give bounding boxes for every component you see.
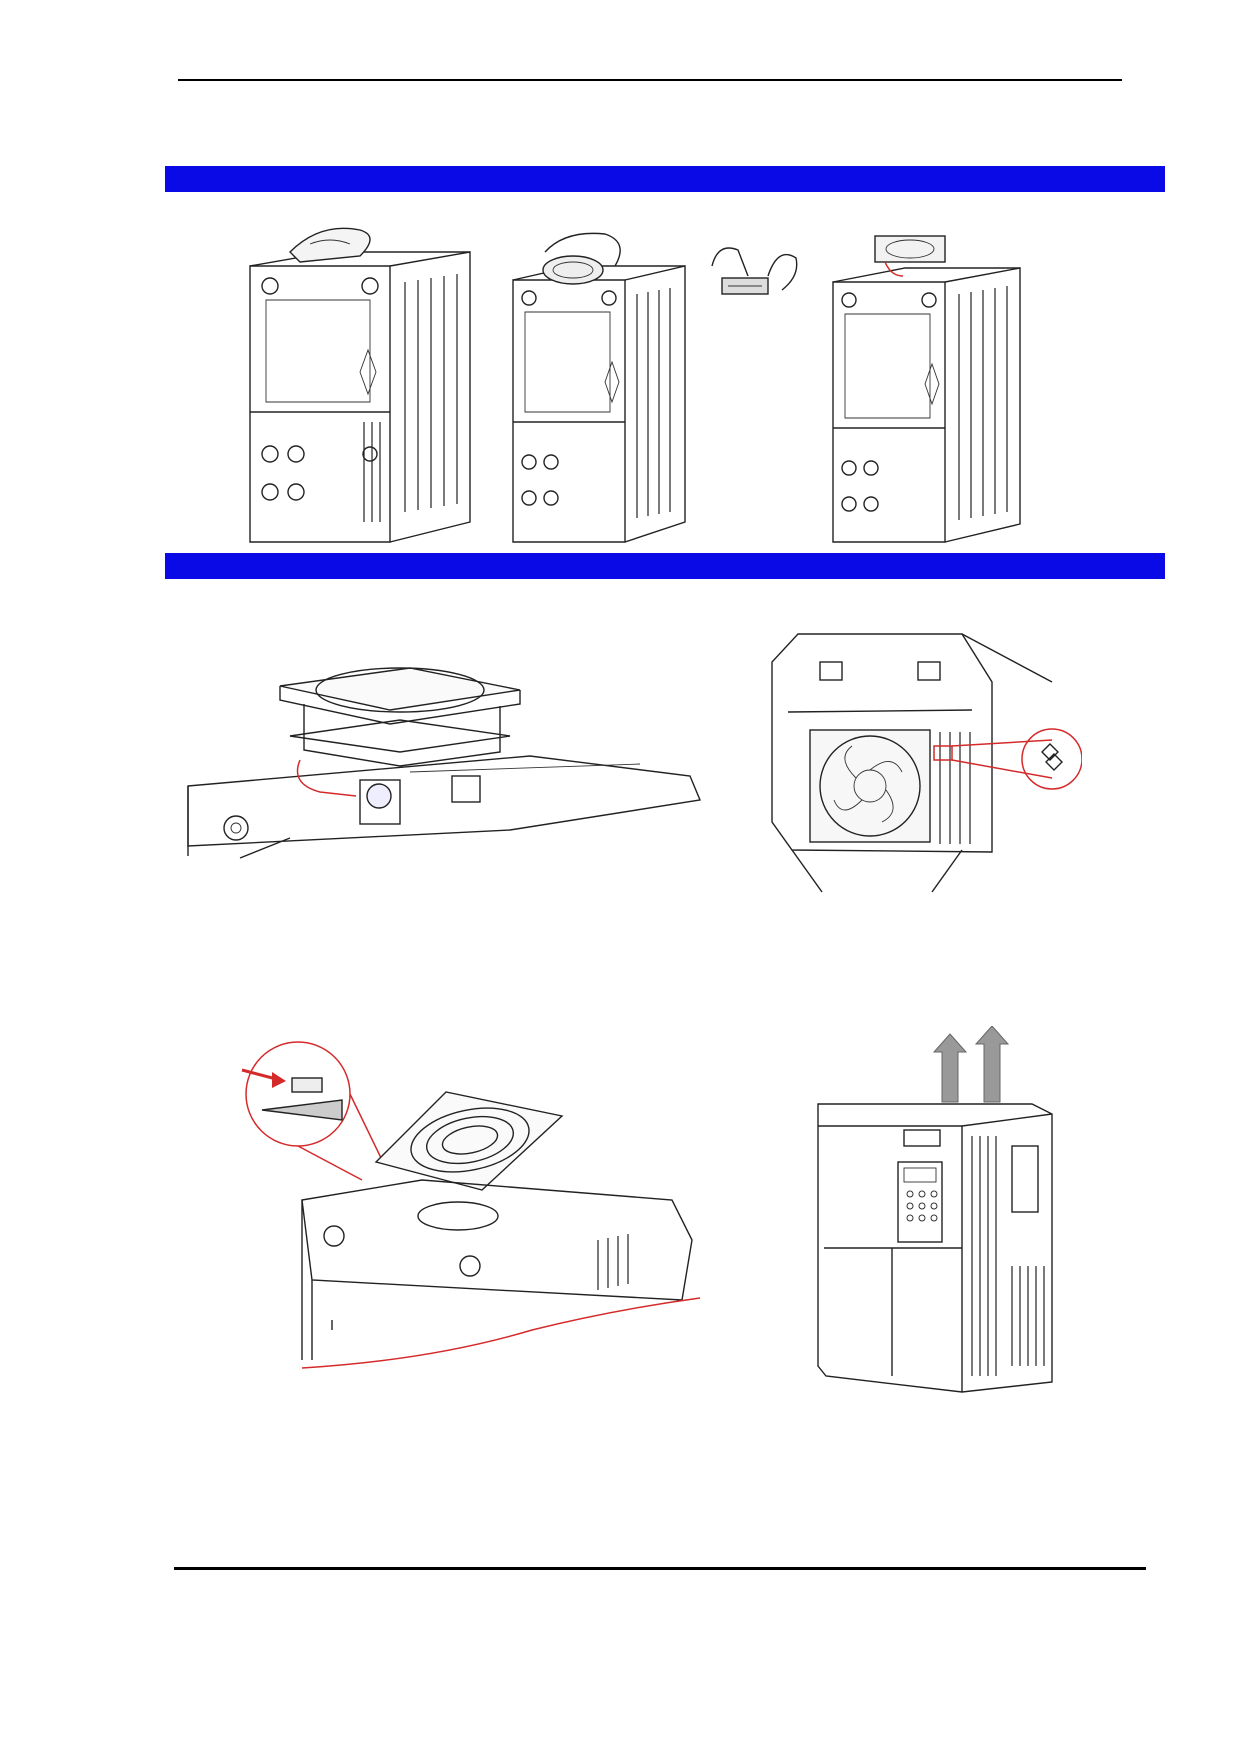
- fan-removal-step-1-figure: [240, 222, 480, 552]
- inverter-hand-lifting-fan-cover-icon: [249, 227, 471, 543]
- fan-removal-step-2-figure: [505, 222, 705, 552]
- fan-install-connector-figure: [180, 660, 710, 890]
- section-band-fan-removal: [165, 166, 1165, 192]
- fan-cover-clip-figure: [232, 1040, 712, 1376]
- hand-unplugging-connector-icon: [711, 247, 798, 295]
- header-rule: [178, 79, 1122, 81]
- footer-rule: [174, 1567, 1146, 1570]
- fan-removal-step-3-figure: [708, 236, 802, 306]
- inverter-fan-removed-icon: [832, 235, 1021, 543]
- fan-mounted-connector-detail-icon: [771, 633, 1082, 893]
- inverter-airflow-up-arrows-icon: [817, 1026, 1053, 1393]
- section-band-fan-installation: [165, 553, 1165, 579]
- fan-install-orientation-figure: [762, 622, 1082, 896]
- airflow-direction-figure: [812, 1026, 1062, 1396]
- inverter-hand-lifting-fan-icon: [512, 232, 686, 543]
- fan-cover-clip-detail-icon: [241, 1041, 701, 1369]
- fan-wiring-connector-detail-icon: [187, 667, 701, 859]
- fan-removal-step-4-figure: [825, 232, 1035, 552]
